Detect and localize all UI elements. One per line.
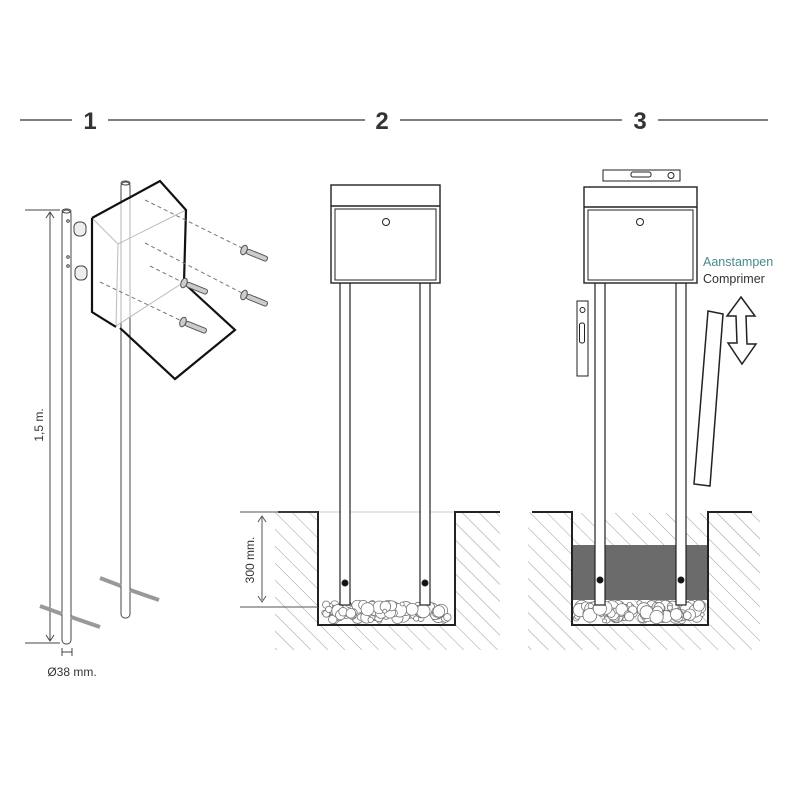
tamp-label-fr: Comprimer [703,272,765,286]
mailbox [583,186,698,284]
post-left [339,282,351,606]
gravel-stone [345,607,357,619]
step-header: 1 2 3 [20,108,768,135]
gravel-stone [360,602,375,617]
mailbox-exploded [90,179,243,381]
depth-label: 300 mm. [243,537,257,584]
gravel-stone [666,604,673,611]
pit-outline [532,511,752,626]
gravel-stone [432,605,446,618]
step-2-placement: 300 mm. [240,184,500,650]
diameter-dimension [61,648,73,656]
step-1-number: 1 [83,108,96,135]
gravel-stone [682,611,692,620]
spirit-level-horizontal [602,169,681,182]
lock-icon [636,218,644,226]
gravel-stone [399,601,405,607]
diameter-label: Ø38 mm. [47,665,96,679]
post-right [675,282,687,606]
concrete-fill [573,545,707,600]
mailbox [330,184,441,284]
gravel-stone [416,603,431,619]
gravel-stone [382,608,388,614]
gravel-stone [325,605,333,614]
gravel-stone [670,608,683,621]
gravel-stone [367,616,374,623]
gravel-stone [328,614,338,624]
step-3-number: 3 [633,108,646,135]
tamper-tool [693,310,724,487]
gravel-stone [582,608,598,623]
step-1-assembly: 1,5 m. Ø38 mm. [25,179,269,679]
height-label: 1,5 m. [32,408,46,441]
gravel-layer [572,599,707,625]
gravel-stone [626,601,633,608]
lock-icon [382,218,390,226]
gravel-stone [692,599,705,612]
gravel-stone [413,615,420,622]
gravel-stone [649,609,664,625]
spacer [73,221,87,237]
step-3-fill: Aanstampen Comprimer [528,169,773,650]
step-2-number: 2 [375,108,388,135]
post-right [419,282,431,606]
pole-left [61,209,72,645]
gravel-stone [443,613,452,622]
spirit-level-vertical [576,300,589,377]
up-down-arrow-icon [725,295,758,366]
gravel-stone [602,618,607,624]
tamp-label-nl: Aanstampen [703,255,773,269]
depth-dimension [240,511,318,608]
post-left [594,282,606,606]
height-dimension [25,209,60,644]
screws [179,244,269,334]
gravel-stone [624,611,635,622]
gravel-stone [587,602,594,609]
spacer [74,265,88,281]
gravel-stone [405,602,419,616]
